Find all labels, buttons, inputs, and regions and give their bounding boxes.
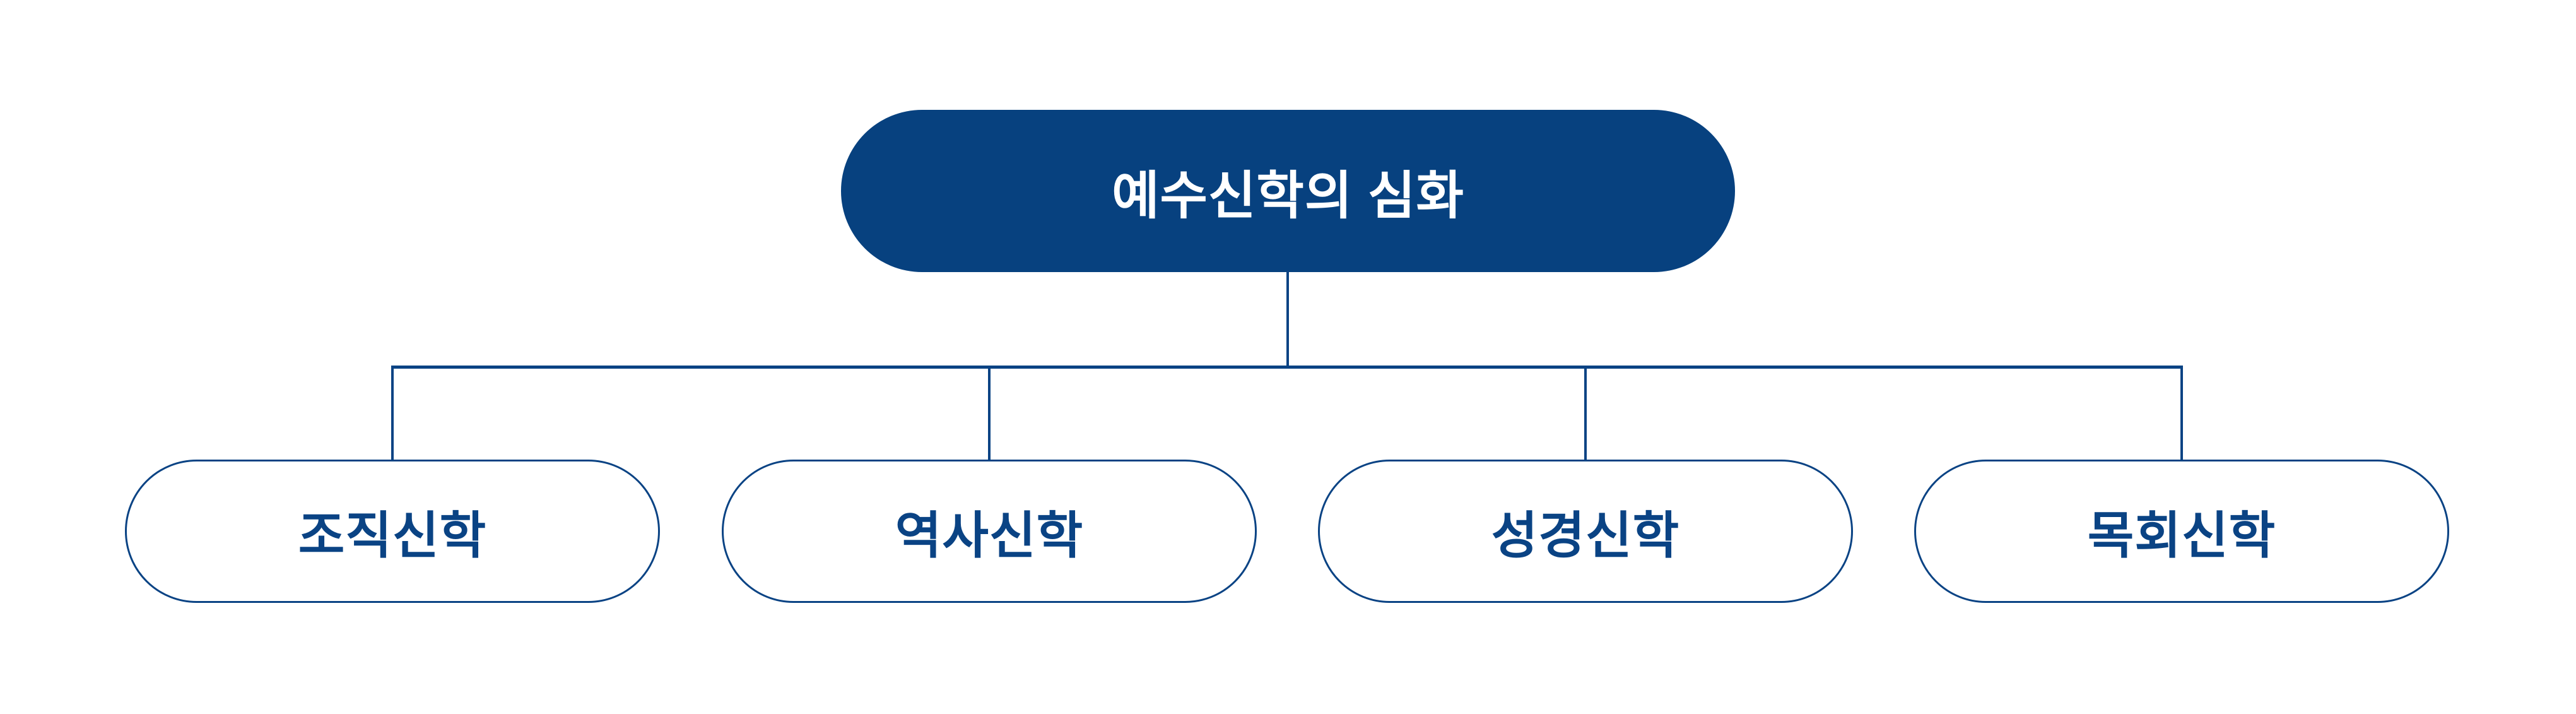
child-node-label: 목회신학 bbox=[2087, 507, 2276, 564]
connector-drop-systematic bbox=[391, 367, 394, 461]
child-node-pastoral-theology: 목회신학 bbox=[1914, 460, 2449, 603]
connector-drop-pastoral bbox=[2180, 367, 2183, 461]
child-node-label: 조직신학 bbox=[298, 507, 487, 564]
connector-root-drop bbox=[1286, 271, 1289, 367]
connector-drop-biblical bbox=[1584, 367, 1587, 461]
connector-drop-historical bbox=[988, 367, 991, 461]
root-node-label: 예수신학의 심화 bbox=[1112, 167, 1464, 225]
root-node: 예수신학의 심화 bbox=[841, 110, 1735, 272]
child-node-label: 성경신학 bbox=[1491, 507, 1680, 564]
child-node-historical-theology: 역사신학 bbox=[722, 460, 1257, 603]
child-node-label: 역사신학 bbox=[895, 507, 1084, 564]
child-node-biblical-theology: 성경신학 bbox=[1318, 460, 1853, 603]
connector-horizontal-rail bbox=[391, 366, 2183, 369]
child-node-systematic-theology: 조직신학 bbox=[125, 460, 660, 603]
